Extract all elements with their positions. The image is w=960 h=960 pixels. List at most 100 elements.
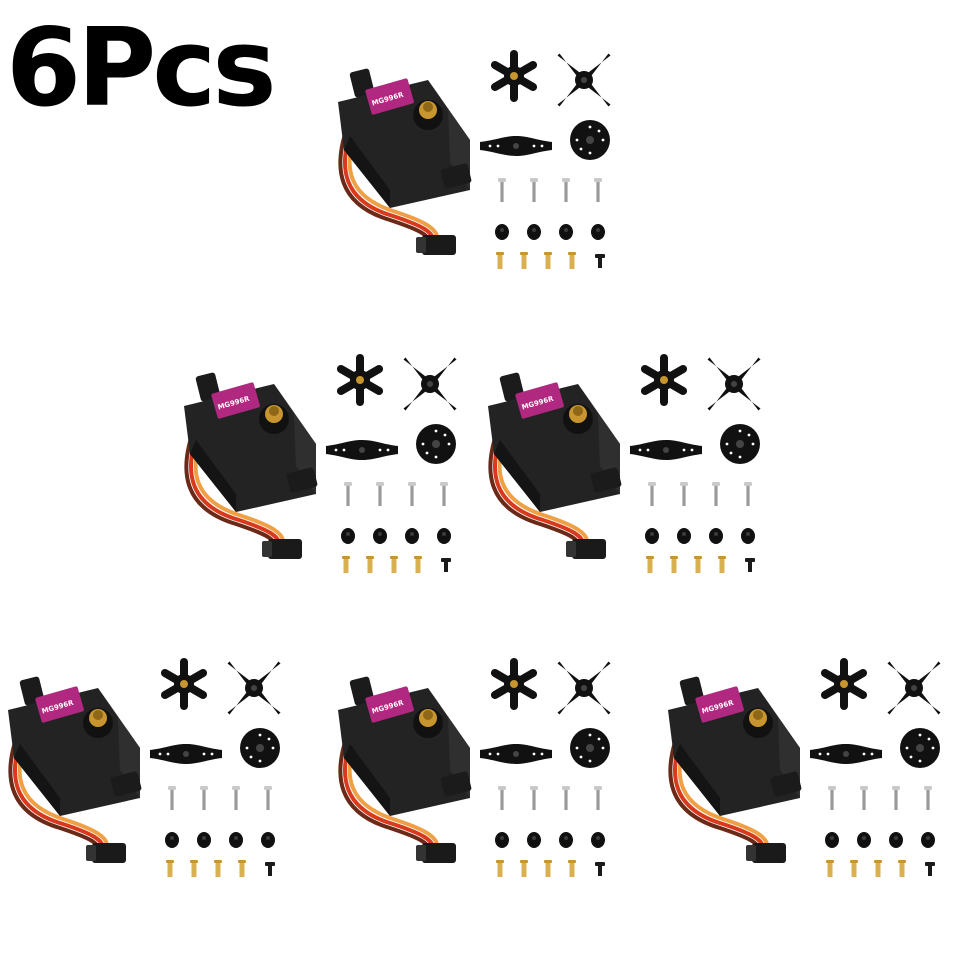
horn-screw [595,254,605,268]
servo-connector [86,843,126,863]
eyelet-icon [850,860,858,877]
double-arm-horn [630,440,702,460]
double-arm-horn [480,744,552,764]
grommet-icon [677,528,691,544]
eyelet-icon [544,252,552,269]
screw-icon [498,786,506,810]
rubber-grommets [165,832,275,848]
brass-eyelets [826,860,906,877]
screw-icon [562,786,570,810]
grommet-icon [889,832,903,848]
eyelet-icon [342,556,350,573]
rubber-grommets [495,224,605,240]
screw-icon [712,482,720,506]
servo-motor: MG996R [488,372,622,512]
screw-icon [530,786,538,810]
servo-connector [262,539,302,559]
headline-6pcs: 6Pcs [6,6,277,131]
eyelet-icon [366,556,374,573]
eyelet-icon [520,252,528,269]
screw-icon [376,482,384,506]
grommet-icon [437,528,451,544]
eyelet-icon [646,556,654,573]
servo-connector [416,235,456,255]
six-arm-horn [490,658,538,710]
eyelet-icon [694,556,702,573]
servo-kit-6: MG996R [660,648,960,888]
servo-motor: MG996R [8,676,142,816]
screw-icon [232,786,240,810]
grommet-icon [165,832,179,848]
grommet-icon [921,832,935,848]
six-arm-horn [160,658,208,710]
mounting-screws [498,178,602,202]
round-disc-horn [416,424,456,464]
servo-motor: MG996R [338,676,472,816]
screw-icon [594,786,602,810]
screw-icon [344,482,352,506]
servo-motor: MG996R [668,676,802,816]
screw-icon [892,786,900,810]
six-arm-horn [640,354,688,406]
eyelet-icon [214,860,222,877]
rubber-grommets [825,832,935,848]
horn-screw [265,862,275,876]
rubber-grommets [645,528,755,544]
grommet-icon [495,832,509,848]
brass-eyelets [342,556,422,573]
six-arm-horn [336,354,384,406]
rubber-grommets [495,832,605,848]
eyelet-icon [190,860,198,877]
cross-horn [403,357,457,411]
round-disc-horn [900,728,940,768]
mounting-screws [498,786,602,810]
eyelet-icon [874,860,882,877]
brass-eyelets [496,252,576,269]
screw-icon [264,786,272,810]
double-arm-horn [810,744,882,764]
grommet-icon [229,832,243,848]
grommet-icon [709,528,723,544]
screw-icon [680,482,688,506]
servo-kit-1: MG996R [330,40,630,280]
eyelet-icon [496,860,504,877]
mounting-screws [168,786,272,810]
screw-icon [860,786,868,810]
eyelet-icon [414,556,422,573]
round-disc-horn [570,728,610,768]
eyelet-icon [670,556,678,573]
eyelet-icon [898,860,906,877]
cross-horn [887,661,941,715]
brass-eyelets [496,860,576,877]
horn-screw [595,862,605,876]
servo-motor: MG996R [184,372,318,512]
cross-horn [557,661,611,715]
grommet-icon [495,224,509,240]
eyelet-icon [238,860,246,877]
grommet-icon [559,224,573,240]
screw-icon [530,178,538,202]
screw-icon [648,482,656,506]
grommet-icon [527,224,541,240]
servo-kit-illustration: MG996R [668,658,941,877]
eyelet-icon [568,860,576,877]
servo-motor: MG996R [338,68,472,208]
servo-kit-illustration: MG996R [184,354,457,573]
grommet-icon [591,832,605,848]
servo-kit-4: MG996R [0,648,300,888]
grommet-icon [741,528,755,544]
screw-icon [498,178,506,202]
cross-horn [227,661,281,715]
mounting-screws [344,482,448,506]
eyelet-icon [166,860,174,877]
double-arm-horn [326,440,398,460]
screw-icon [924,786,932,810]
eyelet-icon [718,556,726,573]
grommet-icon [197,832,211,848]
screw-icon [744,482,752,506]
eyelet-icon [826,860,834,877]
servo-kit-illustration: MG996R [8,658,281,877]
horn-screw [441,558,451,572]
double-arm-horn [480,136,552,156]
double-arm-horn [150,744,222,764]
